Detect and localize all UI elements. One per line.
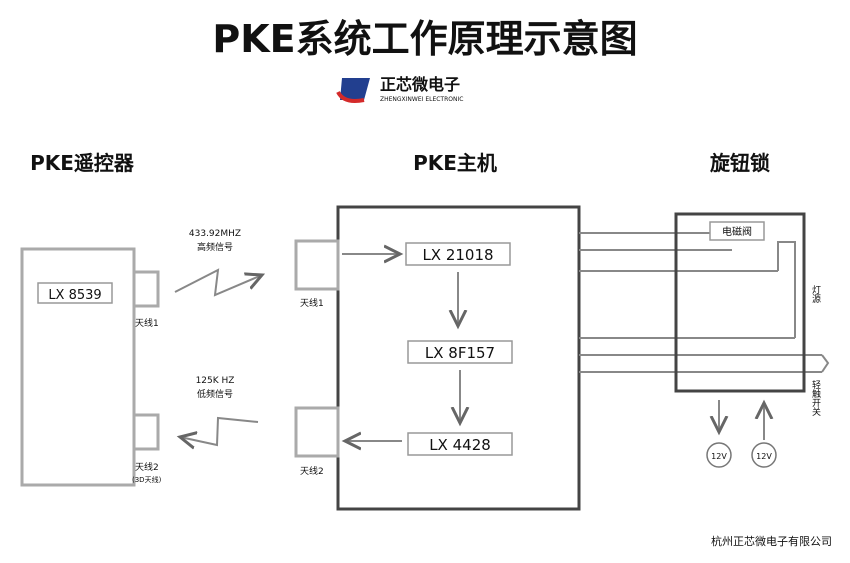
valve-label: 电磁阀 xyxy=(722,225,752,238)
company-logo: 正芯微电子 ZHENGXINWEI ELECTRONIC xyxy=(336,75,463,103)
light-label: 灯源 xyxy=(810,285,821,304)
logo-subtitle: ZHENGXINWEI ELECTRONIC xyxy=(380,96,463,103)
host-antenna2: 天线2 xyxy=(300,465,324,477)
lock-block: 电磁阀 灯源 轻触开关 12V 12V xyxy=(674,212,830,468)
host-chip1: LX 21018 xyxy=(422,246,493,264)
power-icon xyxy=(751,442,777,468)
host-block: 天线1 天线2 LX 21018 LX 8F157 LX 4428 xyxy=(294,205,581,511)
high-signal-label: 高频信号 xyxy=(197,241,233,253)
high-frequency-signal: 433.92MHZ 高频信号 xyxy=(174,229,262,297)
diagram-title: PKE系统工作原理示意图 xyxy=(212,17,637,61)
section-host: PKE主机 xyxy=(413,151,497,175)
remote-block: LX 8539 天线1 天线2 (3D天线) xyxy=(20,247,162,487)
power2-label: 12V xyxy=(756,452,772,461)
remote-antenna1: 天线1 xyxy=(135,317,159,329)
power-icon xyxy=(706,442,732,468)
section-remote: PKE遥控器 xyxy=(30,151,135,175)
host-chip3: LX 4428 xyxy=(429,436,491,454)
section-lock: 旋钮锁 xyxy=(709,151,770,175)
remote-antenna2: 天线2 xyxy=(135,461,159,473)
low-freq-label: 125K HZ xyxy=(196,376,235,386)
power1-label: 12V xyxy=(711,452,727,461)
wires xyxy=(579,232,822,373)
low-frequency-signal: 125K HZ 低频信号 xyxy=(180,376,259,445)
footer-company: 杭州正芯微电子有限公司 xyxy=(711,534,832,548)
low-signal-label: 低频信号 xyxy=(197,388,233,400)
host-chip2: LX 8F157 xyxy=(425,344,495,362)
logo-name: 正芯微电子 xyxy=(380,75,460,94)
remote-antenna2-note: (3D天线) xyxy=(132,475,162,484)
host-antenna1: 天线1 xyxy=(300,297,324,309)
high-freq-label: 433.92MHZ xyxy=(189,229,241,239)
remote-chip: LX 8539 xyxy=(48,288,101,303)
switch-label: 轻触开关 xyxy=(810,379,821,417)
